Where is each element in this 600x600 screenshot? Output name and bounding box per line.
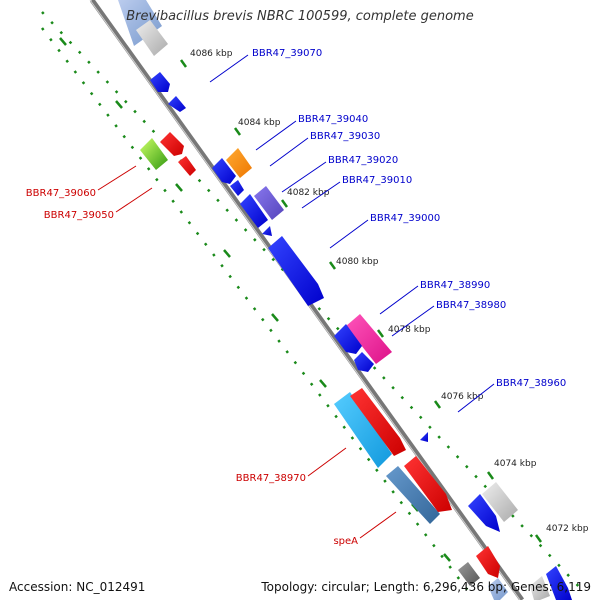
scale-label: 4080 kbp xyxy=(336,257,379,267)
leader-lines-plus xyxy=(209,54,495,413)
gene-block[interactable] xyxy=(488,578,508,600)
gene-block[interactable] xyxy=(346,314,392,364)
inner-tick-track xyxy=(41,27,473,597)
gene-block[interactable] xyxy=(240,194,268,228)
gene-label-bbr47-39030[interactable]: BBR47_39030 xyxy=(310,131,380,142)
gene-arrow[interactable] xyxy=(230,180,244,196)
gene-block[interactable] xyxy=(482,482,518,522)
gene-block[interactable] xyxy=(118,0,162,46)
gene-label-bbr47-39010[interactable]: BBR47_39010 xyxy=(342,175,412,186)
genome-title: Brevibacillus brevis NBRC 100599, comple… xyxy=(126,9,474,24)
genes-plus-strand xyxy=(118,0,572,600)
gene-block[interactable] xyxy=(334,392,392,468)
genome-summary-text: Topology: circular; Length: 6,296,436 bp… xyxy=(261,580,591,594)
gene-label-bbr47-39060[interactable]: BBR47_39060 xyxy=(26,188,96,199)
gene-block[interactable] xyxy=(140,138,168,170)
gene-arrow[interactable] xyxy=(212,158,236,184)
gene-arrow[interactable] xyxy=(262,226,272,236)
scale-label: 4072 kbp xyxy=(546,524,589,534)
gene-arrow[interactable] xyxy=(150,72,170,92)
gene-block[interactable] xyxy=(458,562,480,586)
gene-arrow[interactable] xyxy=(404,456,452,512)
gene-arrow[interactable] xyxy=(334,324,362,354)
gene-arrow[interactable] xyxy=(160,132,184,156)
gene-block[interactable] xyxy=(136,20,168,56)
gene-label-bbr47-38970[interactable]: BBR47_38970 xyxy=(236,473,306,484)
scale-label: 4082 kbp xyxy=(287,188,330,198)
gene-label-bbr47-39070[interactable]: BBR47_39070 xyxy=(252,48,322,59)
gene-label-bbr47-39050[interactable]: BBR47_39050 xyxy=(44,210,114,221)
gene-block[interactable] xyxy=(254,186,284,220)
genes-minus-strand xyxy=(140,132,508,600)
gene-arrow[interactable] xyxy=(168,96,186,112)
gene-arrow[interactable] xyxy=(420,432,428,442)
gene-arrow[interactable] xyxy=(350,388,406,456)
gene-arrow[interactable] xyxy=(268,236,324,306)
scale-labels: 4086 kbp 4084 kbp 4082 kbp 4080 kbp 4078… xyxy=(190,49,589,534)
gene-label-bbr47-39020[interactable]: BBR47_39020 xyxy=(328,155,398,166)
gene-arrow[interactable] xyxy=(468,494,500,532)
leader-lines-minus xyxy=(97,165,397,539)
gene-block[interactable] xyxy=(226,148,252,178)
accession-text: Accession: NC_012491 xyxy=(9,580,146,594)
gene-label-bbr47-38990[interactable]: BBR47_38990 xyxy=(420,280,490,291)
gene-label-bbr47-38960[interactable]: BBR47_38960 xyxy=(496,378,566,389)
scale-label: 4086 kbp xyxy=(190,49,233,59)
gene-arrow[interactable] xyxy=(546,566,572,600)
gene-label-bbr47-39000[interactable]: BBR47_39000 xyxy=(370,213,440,224)
gene-arrow[interactable] xyxy=(354,352,374,372)
scale-label: 4076 kbp xyxy=(441,392,484,402)
gene-label-bbr47-39040[interactable]: BBR47_39040 xyxy=(298,114,368,125)
gene-block[interactable] xyxy=(386,466,440,524)
scale-label: 4074 kbp xyxy=(494,459,537,469)
gene-arrow[interactable] xyxy=(476,546,500,578)
scale-label: 4078 kbp xyxy=(388,325,431,335)
scale-label: 4084 kbp xyxy=(238,118,281,128)
gene-arrow[interactable] xyxy=(178,156,196,176)
gene-labels: BBR47_39070 BBR47_39040 BBR47_39030 BBR4… xyxy=(26,48,566,547)
gene-label-spea[interactable]: speA xyxy=(333,536,358,547)
gene-block[interactable] xyxy=(530,576,550,600)
gene-label-bbr47-38980[interactable]: BBR47_38980 xyxy=(436,300,506,311)
